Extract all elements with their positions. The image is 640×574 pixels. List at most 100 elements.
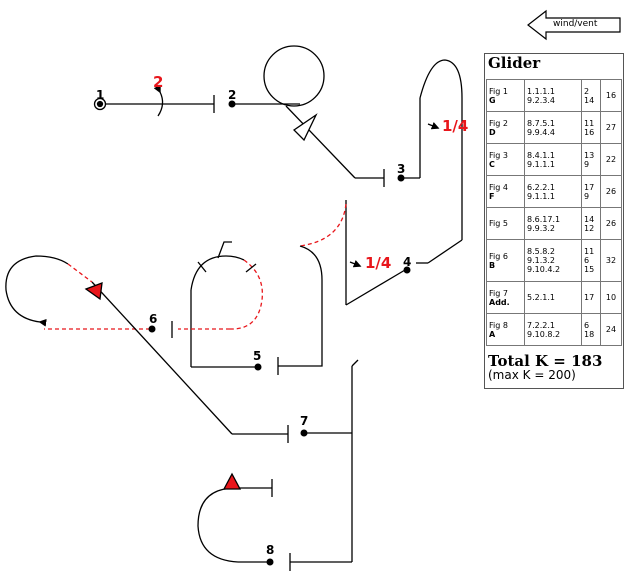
figure-8-line (197, 472, 352, 571)
figure-number-1: 1 (96, 88, 104, 102)
k-value: 14 (584, 95, 595, 105)
figure-letter: B (489, 260, 496, 270)
catalog-code: 5.2.1.1 (527, 293, 555, 302)
figure-2-line (232, 45, 385, 187)
catalog-code: 9.1.3.2 (527, 256, 555, 265)
catalog-code: 9.2.3.4 (527, 95, 555, 105)
catalog-code: 8.6.17.1 (527, 214, 561, 224)
figure-letter: D (489, 127, 496, 137)
k-value: 9 (584, 191, 590, 201)
figure-6-line (5, 255, 233, 435)
catalog-code: 9.10.4.2 (527, 265, 561, 274)
figure-total: 16 (600, 79, 622, 112)
figure-3-line (401, 59, 463, 264)
max-k: (max K = 200) (488, 368, 576, 382)
panel-title: Glider (488, 54, 541, 72)
k-value: 12 (584, 223, 595, 233)
k-value: 18 (584, 329, 595, 339)
figure-1-line (93, 84, 215, 117)
roll-label-fig1: 2 (153, 73, 163, 91)
figure-7-line (232, 359, 359, 562)
k-value: 11 (584, 118, 595, 128)
figure-number-8: 8 (266, 543, 274, 557)
wind-label: wind/vent (553, 19, 598, 29)
roll-label-fig4: 1/4 (365, 254, 391, 272)
figure-letter: A (489, 329, 496, 339)
figure-name: Fig 5 (489, 219, 508, 228)
figure-name: Fig 4 (489, 182, 508, 192)
figure-name: Fig 8 (489, 320, 508, 330)
catalog-code: 9.1.1.1 (527, 159, 555, 169)
figure-letter: Add. (489, 297, 510, 307)
k-value: 9 (584, 159, 590, 169)
k-value: 13 (584, 150, 595, 160)
catalog-code: 6.2.2.1 (527, 182, 555, 192)
figure-total: 24 (600, 313, 622, 346)
figure-cell: Fig 5 (486, 207, 525, 240)
catalog-code: 1.1.1.1 (527, 86, 555, 96)
k-value: 6 (584, 320, 590, 330)
catalog-code: 9.9.4.4 (527, 127, 555, 137)
catalog-code: 9.10.8.2 (527, 329, 561, 339)
figure-name: Fig 7 (489, 288, 508, 298)
figure-number-4: 4 (403, 255, 411, 269)
k-value: 15 (584, 265, 595, 274)
catalog-code: 9.1.1.1 (527, 191, 555, 201)
total-k: Total K = 183 (488, 352, 603, 370)
roll-label-fig3: 1/4 (442, 117, 468, 135)
k-value: 16 (584, 127, 595, 137)
figure-name: Fig 2 (489, 118, 508, 128)
figure-name: Fig 1 (489, 86, 508, 96)
figure-letter: C (489, 159, 495, 169)
figure-total: 32 (600, 239, 622, 282)
figure-4-line (277, 200, 406, 375)
figure-name: Fig 3 (489, 150, 508, 160)
figure-number-5: 5 (253, 349, 261, 363)
figure-5-line (178, 241, 264, 368)
figure-total: 10 (600, 281, 622, 314)
figure-letter: F (489, 191, 495, 201)
k-value: 14 (584, 214, 595, 224)
figure-number-7: 7 (300, 414, 308, 428)
catalog-code: 8.7.5.1 (527, 118, 555, 128)
figure-letter: G (489, 95, 496, 105)
figure-number-2: 2 (228, 88, 236, 102)
figure-number-3: 3 (397, 162, 405, 176)
figure-total: 26 (600, 175, 622, 208)
k-values: 17 (581, 281, 601, 314)
k-factor-panel (484, 53, 624, 389)
k-value: 17 (584, 293, 595, 302)
k-value: 2 (584, 86, 590, 96)
k-value: 17 (584, 182, 595, 192)
catalog-code: 9.9.3.2 (527, 223, 555, 233)
catalog-code: 8.5.8.2 (527, 247, 555, 256)
figure-total: 22 (600, 143, 622, 176)
wind-arrow-icon (527, 9, 621, 41)
figure-total: 27 (600, 111, 622, 144)
catalog-code: 7.2.2.1 (527, 320, 555, 330)
